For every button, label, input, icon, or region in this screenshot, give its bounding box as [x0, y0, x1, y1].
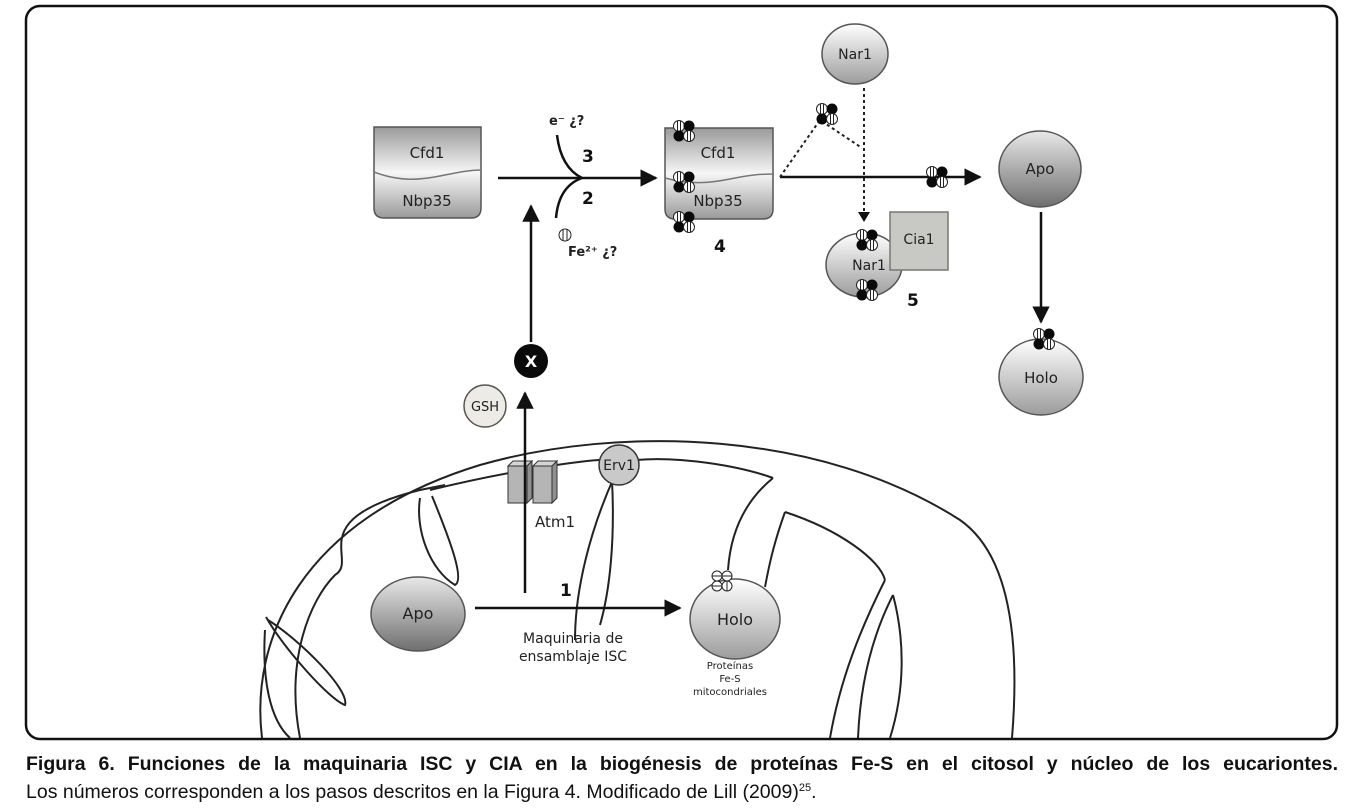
- nbp35-left-label: Nbp35: [402, 192, 451, 210]
- apo-mito-label: Apo: [403, 604, 434, 623]
- crista-left-lower: [263, 629, 291, 739]
- cfd1-right-label: Cfd1: [701, 144, 736, 162]
- holo-cytosol-label: Holo: [1024, 369, 1058, 387]
- crista-right-1: [727, 477, 774, 571]
- figure-diagram: Atm1 Erv1 X GSH Apo 1 Maquinaria de ensa…: [24, 4, 1339, 741]
- cfd1-nbp35-scaffold-loaded: Cfd1 Nbp35: [664, 120, 774, 233]
- crista-left-bottom: [265, 616, 347, 707]
- apo-cytosol-label: Apo: [1026, 160, 1055, 178]
- crista-right-5: [857, 594, 894, 739]
- isc-label-line2: ensamblaje ISC: [519, 649, 627, 665]
- caption-body: Los números corresponden a los pasos des…: [26, 781, 799, 803]
- inner-membrane: [294, 484, 446, 739]
- crista-center-1: [574, 474, 616, 641]
- cia1-box: [889, 211, 949, 271]
- step2-label: 2: [582, 189, 594, 209]
- step3-label: 3: [582, 147, 594, 167]
- erv1: Erv1: [598, 444, 640, 486]
- iron-ion-icon: [558, 228, 572, 242]
- caption-title: Funciones de la maquinaria ISC y CIA en …: [114, 753, 1338, 775]
- gsh: GSH: [463, 384, 507, 428]
- outer-membrane: [259, 440, 1016, 739]
- mito-prot-line3: mitocondriales: [693, 687, 767, 698]
- mito-prot-line2: Fe-S: [719, 674, 740, 685]
- step5-label: 5: [907, 291, 919, 311]
- mito-prot-line1: Proteínas: [707, 660, 753, 672]
- nar1-arrowhead: [858, 212, 870, 222]
- figure-frame: [24, 4, 1339, 741]
- step4-label: 4: [714, 237, 726, 257]
- iron-label: Fe²⁺ ¿?: [568, 245, 617, 260]
- inner-membrane-right: [635, 458, 774, 479]
- cfd1-nbp35-scaffold-empty: Cfd1 Nbp35: [373, 126, 482, 219]
- apo-cytosol: Apo: [998, 130, 1082, 208]
- x-marker: X: [514, 344, 548, 378]
- nar1-top: Nar1: [821, 23, 889, 85]
- nbp35-right-label: Nbp35: [693, 192, 742, 210]
- crista-center-2: [599, 479, 614, 626]
- cia1-label: Cia1: [903, 232, 934, 248]
- atm1-label: Atm1: [535, 513, 575, 531]
- erv1-label: Erv1: [603, 458, 635, 474]
- dotted-path-to-nar1: [779, 118, 863, 178]
- atm1-transporter: [506, 459, 559, 505]
- nar1-cia1-complex: Cia1 Nar1: [825, 211, 949, 301]
- cfd1-left-label: Cfd1: [410, 144, 445, 162]
- x-marker-label: X: [525, 352, 538, 371]
- apo-mito: Apo: [370, 576, 466, 652]
- isc-label-line1: Maquinaria de: [523, 631, 623, 647]
- caption-end: .: [811, 781, 817, 803]
- caption-reference: 25: [798, 782, 812, 794]
- caption-figure-label: Figura 6.: [26, 753, 115, 775]
- holo-mito-label: Holo: [717, 610, 753, 629]
- nar1-top-label: Nar1: [838, 47, 872, 63]
- mitochondrion: [259, 440, 1016, 739]
- iron-input-curve: [554, 176, 583, 219]
- figure-caption: Figura 6. Funciones de la maquinaria ISC…: [26, 752, 1338, 804]
- nar1-complex-label: Nar1: [852, 258, 886, 274]
- gsh-label: GSH: [471, 400, 499, 415]
- holo-mito: Holo: [689, 570, 781, 660]
- electron-input-curve: [555, 134, 583, 180]
- electron-label: e⁻ ¿?: [549, 114, 584, 129]
- crista-left-top: [418, 495, 460, 587]
- inner-membrane-far-right: [784, 511, 886, 581]
- fes-cluster-icon: [816, 103, 838, 125]
- crista-right-4: [889, 594, 903, 739]
- crista-right-2: [764, 511, 786, 588]
- crista-right-3: [829, 579, 886, 739]
- step1-label: 1: [560, 581, 572, 601]
- caption-line1: Figura 6. Funciones de la maquinaria ISC…: [26, 752, 1338, 776]
- caption-line2: Los números corresponden a los pasos des…: [26, 776, 1338, 804]
- fes-cluster-icon: [673, 211, 695, 233]
- holo-cytosol: Holo: [998, 328, 1084, 416]
